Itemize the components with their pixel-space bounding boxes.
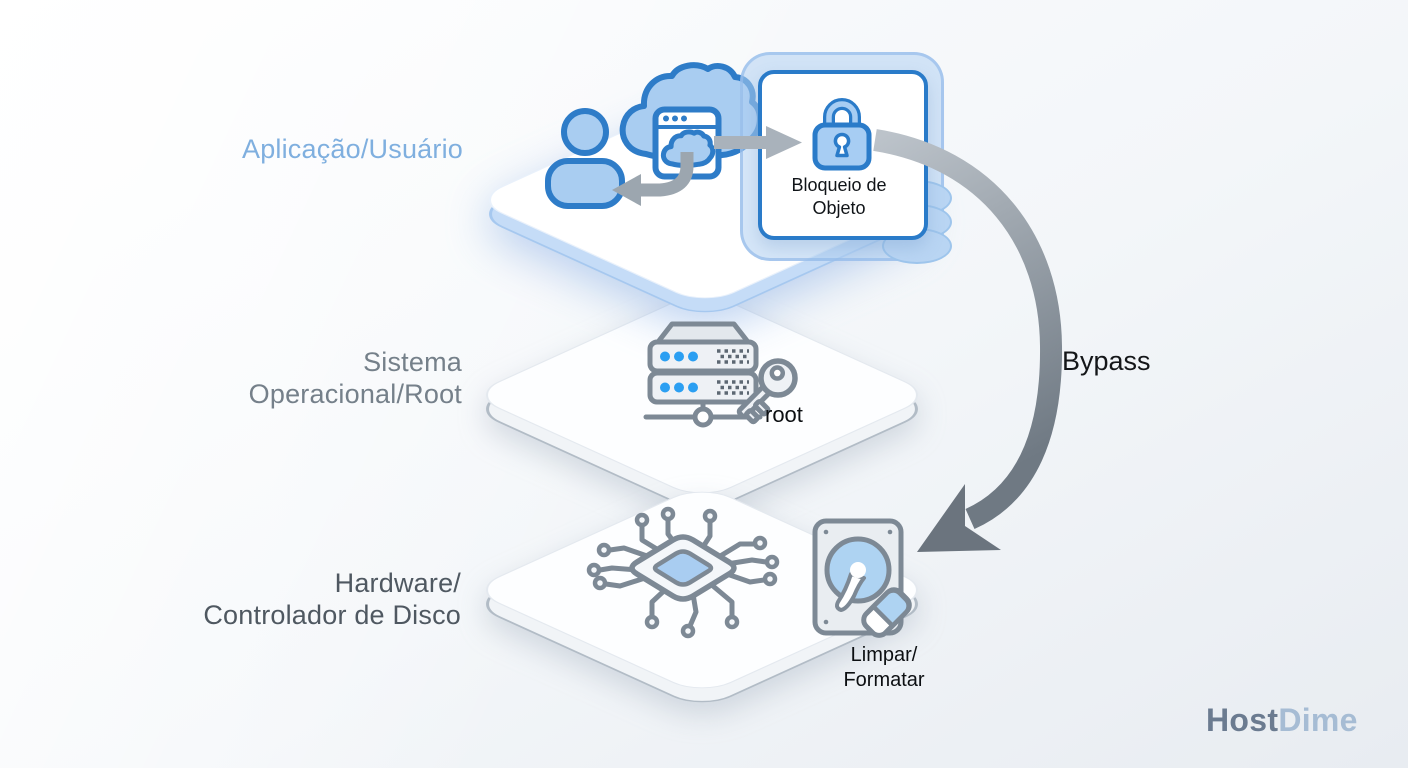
server-rack-icon bbox=[643, 321, 763, 428]
root-label: root bbox=[765, 402, 803, 427]
brand-logo: HostDime bbox=[1206, 702, 1358, 739]
chip-core bbox=[652, 549, 714, 587]
wipe-format-label: Limpar/ Formatar bbox=[818, 643, 950, 693]
application-layer-label: Aplicação/Usuário bbox=[133, 134, 463, 166]
os-layer-label-line1: Sistema bbox=[363, 347, 462, 377]
hard-drive-icon bbox=[812, 518, 912, 638]
bypass-arrow-icon bbox=[873, 129, 1063, 552]
hardware-layer-label-line1: Hardware/ bbox=[334, 568, 461, 598]
server-vents bbox=[717, 349, 749, 395]
chip-trace-nodes bbox=[586, 506, 780, 639]
object-lock-label-line1: Bloqueio de bbox=[791, 175, 887, 195]
bypass-label: Bypass bbox=[1062, 346, 1151, 376]
brand-logo-host: Host bbox=[1206, 702, 1279, 738]
right-arrow-icon bbox=[714, 126, 802, 159]
user-icon bbox=[545, 108, 625, 209]
browser-dot bbox=[663, 115, 669, 122]
object-lock-label: Bloqueio de Objeto bbox=[760, 174, 918, 219]
browser-dot bbox=[672, 115, 678, 122]
keyhole-icon bbox=[833, 132, 851, 158]
drive-hub bbox=[850, 562, 866, 578]
cpu-chip-icon bbox=[586, 506, 780, 639]
return-arrow-icon bbox=[612, 152, 694, 206]
hardware-layer-label: Hardware/ Controlador de Disco bbox=[131, 568, 461, 632]
brand-logo-dime: Dime bbox=[1278, 702, 1358, 738]
server-led-lights bbox=[660, 351, 698, 393]
eraser-icon bbox=[861, 587, 912, 638]
wipe-format-label-line2: Formatar bbox=[843, 669, 925, 691]
application-layer-label-text: Aplicação/Usuário bbox=[241, 134, 463, 164]
os-layer-label-line2: Operacional/Root bbox=[248, 378, 462, 409]
drive-arm bbox=[835, 572, 866, 612]
browser-dot bbox=[681, 115, 687, 122]
wipe-format-label-line1: Limpar/ bbox=[850, 644, 918, 666]
hardware-layer-label-line2: Controlador de Disco bbox=[203, 599, 461, 630]
os-layer-label: Sistema Operacional/Root bbox=[132, 347, 462, 411]
padlock-icon bbox=[812, 98, 872, 171]
object-lock-label-line2: Objeto bbox=[812, 197, 866, 218]
root-key-icon bbox=[736, 358, 798, 425]
